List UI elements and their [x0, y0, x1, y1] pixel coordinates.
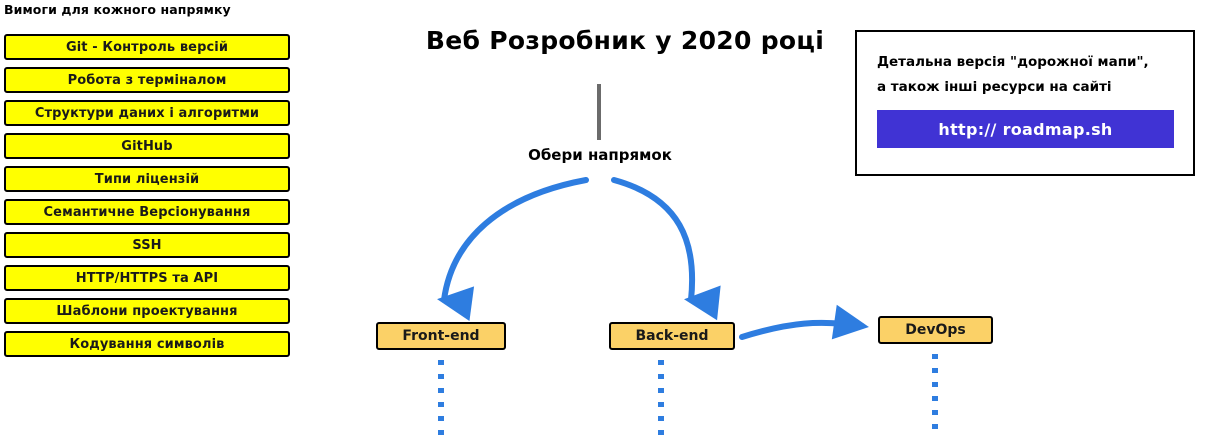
- requirement-item[interactable]: Семантичне Версіонування: [4, 199, 290, 225]
- roadmap-link-button[interactable]: http:// roadmap.sh: [877, 110, 1174, 148]
- branch-label: Back-end: [635, 328, 709, 344]
- branch-box-frontend[interactable]: Front-end: [376, 322, 506, 350]
- requirement-label: Типи ліцензій: [94, 171, 200, 187]
- arrow-backend-to-devops: [739, 304, 869, 340]
- choose-direction-label: Обери напрямок: [528, 146, 672, 164]
- requirements-heading: Вимоги для кожного напрямку: [4, 2, 231, 17]
- requirement-item[interactable]: Git - Контроль версій: [4, 34, 290, 60]
- page-title: Веб Розробник у 2020 році: [425, 26, 825, 55]
- arrow-to-backend: [611, 177, 721, 321]
- branch-box-devops[interactable]: DevOps: [878, 316, 993, 344]
- requirement-label: HTTP/HTTPS та API: [75, 270, 219, 286]
- info-card: Детальна версія "дорожної мапи", а також…: [855, 30, 1195, 176]
- title-stem-line: [597, 84, 601, 140]
- requirement-item[interactable]: Структури даних і алгоритми: [4, 100, 290, 126]
- info-card-line-2: а також інші ресурси на сайті: [877, 79, 1112, 95]
- arrow-to-frontend: [437, 177, 589, 322]
- requirement-label: Кодування символів: [69, 336, 225, 352]
- info-card-line-1: Детальна версія "дорожної мапи",: [877, 54, 1149, 70]
- requirement-label: Структури даних і алгоритми: [34, 105, 260, 121]
- requirement-item[interactable]: HTTP/HTTPS та API: [4, 265, 290, 291]
- branch-label: DevOps: [905, 322, 966, 338]
- requirements-list: Git - Контроль версій Робота з термінало…: [4, 34, 290, 364]
- requirement-item[interactable]: Кодування символів: [4, 331, 290, 357]
- requirement-label: SSH: [132, 237, 162, 253]
- requirement-item[interactable]: Робота з терміналом: [4, 67, 290, 93]
- requirement-item[interactable]: Шаблони проектування: [4, 298, 290, 324]
- requirement-label: Шаблони проектування: [56, 303, 238, 319]
- requirement-item[interactable]: GitHub: [4, 133, 290, 159]
- requirement-label: GitHub: [121, 138, 173, 154]
- requirement-label: Семантичне Версіонування: [43, 204, 251, 220]
- branch-box-backend[interactable]: Back-end: [609, 322, 735, 350]
- requirement-item[interactable]: Типи ліцензій: [4, 166, 290, 192]
- branch-label: Front-end: [402, 328, 480, 344]
- requirement-item[interactable]: SSH: [4, 232, 290, 258]
- requirement-label: Робота з терміналом: [67, 72, 227, 88]
- requirement-label: Git - Контроль версій: [65, 39, 229, 55]
